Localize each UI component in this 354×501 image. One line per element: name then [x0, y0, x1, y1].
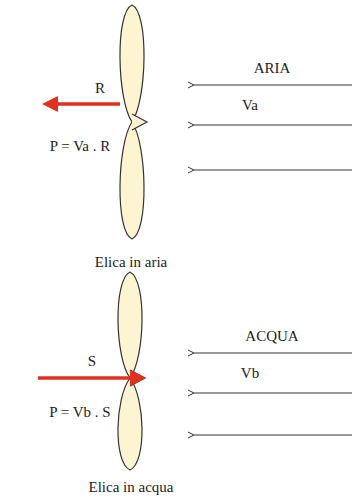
- medium-name: ACQUA: [245, 328, 298, 345]
- arrow-shaft: [38, 376, 132, 380]
- blade: [118, 378, 142, 470]
- flow-line: [194, 435, 352, 436]
- force-arrow: [38, 370, 146, 386]
- hub: [130, 370, 145, 386]
- velocity-label: Va: [242, 97, 258, 114]
- power-formula: P = Va . R: [50, 138, 111, 155]
- force-arrow: [42, 96, 120, 112]
- propeller-water: [118, 272, 145, 470]
- power-formula: P = Vb . S: [49, 404, 110, 421]
- figure-caption: Elica in aria: [95, 254, 167, 271]
- medium-name: ARIA: [254, 60, 291, 77]
- arrow-shaft: [55, 102, 120, 106]
- flow-line: [194, 170, 352, 171]
- arrow-head: [42, 96, 58, 112]
- flow-lines: [194, 85, 352, 170]
- force-label: S: [88, 353, 96, 370]
- blade: [120, 122, 144, 239]
- figure-caption: Elica in acqua: [89, 479, 174, 496]
- blade: [120, 5, 144, 122]
- propeller-air: [120, 5, 147, 239]
- flow-line: [194, 125, 352, 126]
- flow-lines: [194, 353, 352, 435]
- arrow-head: [130, 370, 146, 386]
- hub: [132, 114, 147, 130]
- flow-line: [194, 85, 352, 86]
- force-label: R: [95, 80, 105, 97]
- velocity-label: Vb: [241, 365, 259, 382]
- blade: [118, 272, 142, 378]
- flow-line: [194, 393, 352, 394]
- flow-line: [194, 353, 352, 354]
